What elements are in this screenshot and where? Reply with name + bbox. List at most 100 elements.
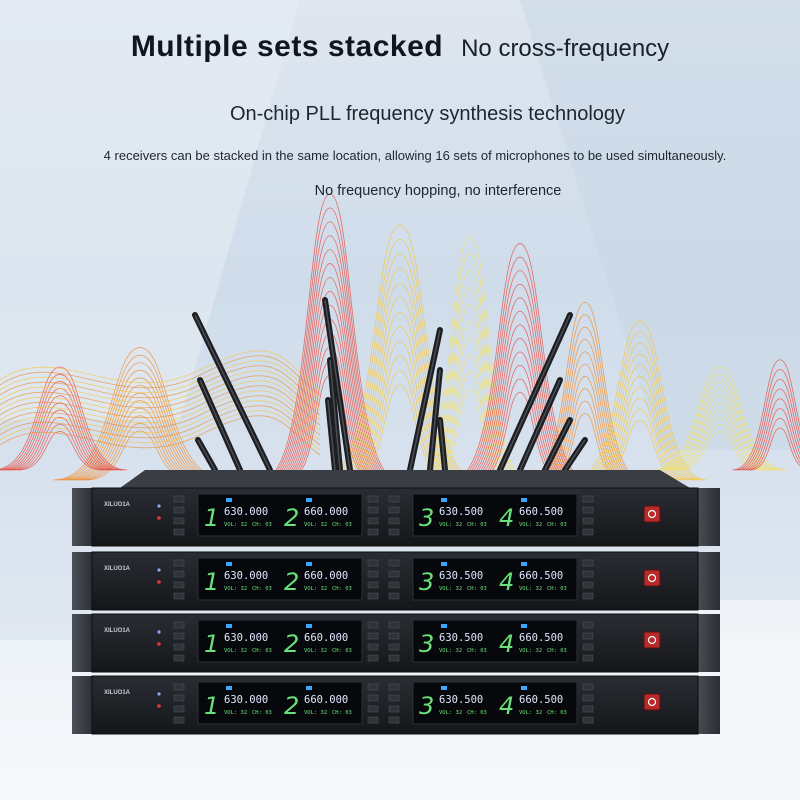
control-button[interactable] [367,495,379,503]
wave-line [468,337,572,481]
control-button[interactable] [367,694,379,702]
wave-line [0,410,321,451]
antenna-highlight [199,379,241,471]
control-button[interactable] [173,517,185,525]
control-button[interactable] [388,654,400,662]
control-button[interactable] [173,528,185,536]
wave-line [675,423,765,471]
control-button[interactable] [367,592,379,600]
control-button[interactable] [173,694,185,702]
channel-volume: VOL: 32 [304,586,327,592]
control-button[interactable] [367,581,379,589]
control-button[interactable] [388,581,400,589]
control-button[interactable] [367,621,379,629]
control-button[interactable] [367,517,379,525]
control-button[interactable] [582,506,594,514]
control-button[interactable] [173,621,185,629]
control-button[interactable] [367,716,379,724]
control-button[interactable] [173,643,185,651]
control-button[interactable] [582,643,594,651]
control-button[interactable] [582,528,594,536]
channel-volume: VOL: 32 [224,586,247,592]
channel-volume: VOL: 32 [224,710,247,716]
control-button[interactable] [582,654,594,662]
control-button[interactable] [388,643,400,651]
control-button[interactable] [367,506,379,514]
wave-line [541,376,629,481]
channel-number: 2 [284,504,299,532]
control-button[interactable] [388,705,400,713]
power-button[interactable] [643,505,661,523]
control-button[interactable] [388,559,400,567]
control-button[interactable] [582,694,594,702]
control-button[interactable] [388,632,400,640]
rf-indicator [226,562,232,566]
rack-ear-left [72,488,94,546]
rf-indicator [441,624,447,628]
channel-ch: CH: 03 [467,648,487,654]
power-button[interactable] [643,569,661,587]
channel-frequency: 630.500 [439,570,483,582]
control-button[interactable] [388,592,400,600]
channel-volume: VOL: 32 [304,648,327,654]
channel-volume: VOL: 32 [304,710,327,716]
control-button[interactable] [367,654,379,662]
control-button[interactable] [173,592,185,600]
control-button[interactable] [388,694,400,702]
control-button[interactable] [582,570,594,578]
control-button[interactable] [367,559,379,567]
control-button[interactable] [173,683,185,691]
control-button[interactable] [388,716,400,724]
lcd-screen [197,493,363,537]
control-button[interactable] [582,683,594,691]
control-button[interactable] [173,559,185,567]
control-button[interactable] [173,570,185,578]
control-button[interactable] [388,517,400,525]
status-led [157,568,161,572]
power-icon [647,697,657,707]
power-button[interactable] [643,631,661,649]
status-led [157,580,161,584]
control-button[interactable] [173,705,185,713]
control-button[interactable] [388,683,400,691]
control-button[interactable] [388,621,400,629]
control-button[interactable] [388,570,400,578]
control-button[interactable] [582,621,594,629]
antennas [192,297,588,473]
control-button[interactable] [367,683,379,691]
channel-frequency: 630.000 [224,632,268,644]
control-button[interactable] [582,559,594,567]
control-button[interactable] [388,528,400,536]
control-button[interactable] [582,632,594,640]
control-button[interactable] [388,506,400,514]
control-button[interactable] [582,716,594,724]
wave-line [15,423,105,471]
control-button[interactable] [582,592,594,600]
status-led [157,630,161,634]
channel-ch: CH: 03 [332,710,352,716]
channel-frequency: 660.000 [304,506,348,518]
rf-indicator [441,562,447,566]
control-button[interactable] [582,495,594,503]
control-button[interactable] [173,581,185,589]
control-button[interactable] [173,495,185,503]
control-button[interactable] [173,654,185,662]
control-button[interactable] [173,632,185,640]
power-button[interactable] [643,693,661,711]
control-button[interactable] [173,506,185,514]
antenna-highlight [197,439,216,471]
control-button[interactable] [582,517,594,525]
rf-indicator [521,686,527,690]
control-button[interactable] [367,528,379,536]
channel-volume: VOL: 32 [224,522,247,528]
wave-line [581,353,699,481]
control-button[interactable] [582,705,594,713]
control-button[interactable] [367,643,379,651]
control-button[interactable] [367,705,379,713]
control-button[interactable] [367,632,379,640]
control-button[interactable] [367,570,379,578]
control-button[interactable] [173,716,185,724]
control-button[interactable] [582,581,594,589]
control-button[interactable] [388,495,400,503]
